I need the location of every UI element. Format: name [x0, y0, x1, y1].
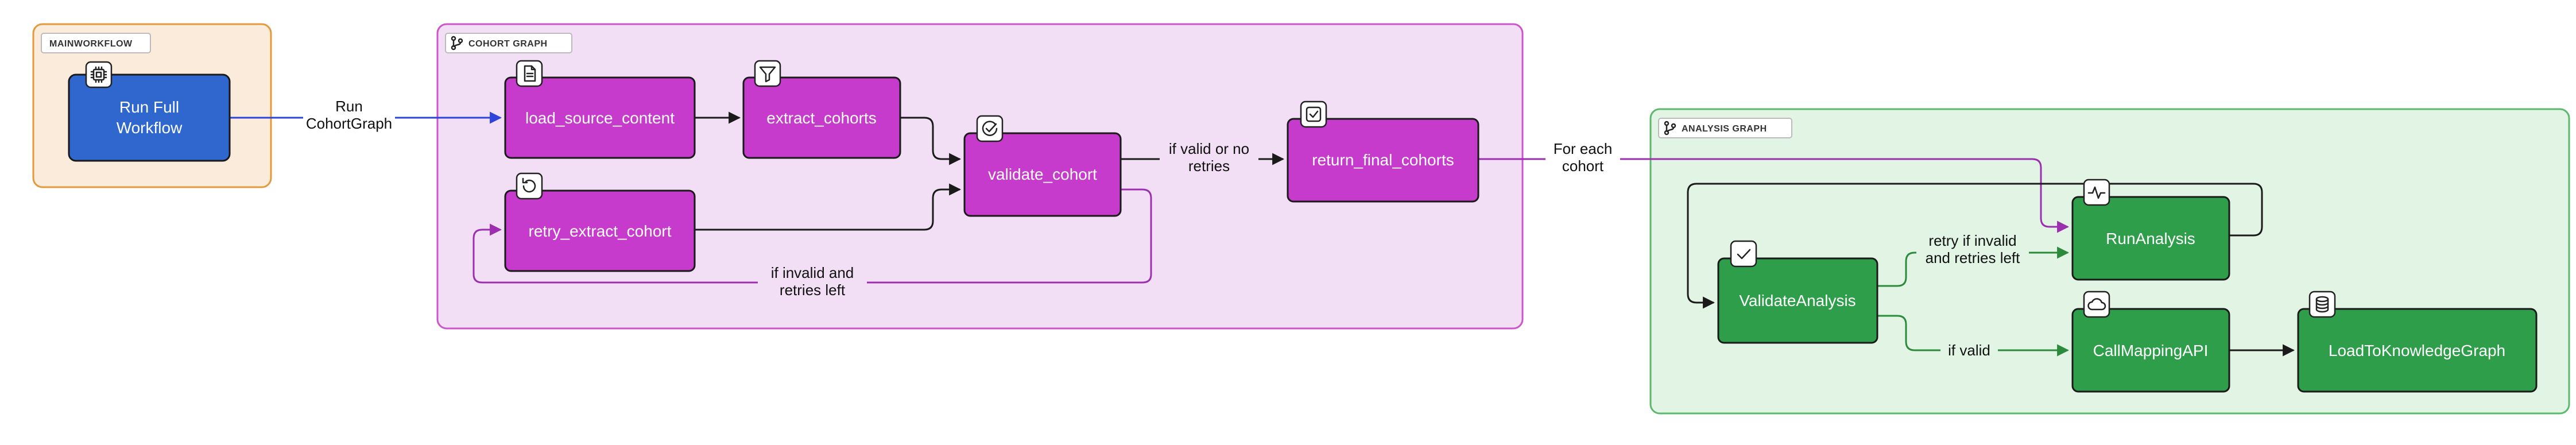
node-return-final-cohorts[interactable]: return_final_cohorts: [1287, 100, 1479, 203]
node-load-to-knowledge-graph[interactable]: LoadToKnowledgeGraph: [2297, 291, 2538, 393]
node-load-source-content[interactable]: load_source_content: [504, 60, 696, 159]
edge-validate-to-mapping: [1877, 315, 2070, 357]
edge-label-line: if valid or no: [1169, 140, 1249, 157]
node-label: retry_extract_cohort: [529, 222, 672, 240]
edge-labels: Run CohortGraph if valid or no retries i…: [303, 95, 2029, 361]
node-validate-analysis[interactable]: ValidateAnalysis: [1717, 240, 1878, 344]
edge-extract-to-validate: [900, 117, 962, 165]
edge-label-for-each-cohort: For each cohort: [1545, 138, 1620, 177]
node-label: extract_cohorts: [766, 109, 876, 127]
document-icon: [516, 60, 543, 87]
node-extract-cohorts[interactable]: extract_cohorts: [742, 60, 901, 159]
node-retry-extract-cohort[interactable]: retry_extract_cohort: [504, 172, 696, 272]
edge-label-line: retry if invalid: [1928, 232, 2016, 249]
check-square-icon: [1300, 100, 1327, 128]
node-label: Workflow: [117, 119, 183, 137]
edge-label-line: cohort: [1562, 157, 1604, 175]
group-mainworkflow-title: MAINWORKFLOW: [49, 39, 133, 49]
node-call-mapping-api[interactable]: CallMappingAPI: [2071, 291, 2230, 393]
group-cohort-graph-title: COHORT GRAPH: [468, 39, 548, 49]
group-cohort-graph-tag: COHORT GRAPH: [445, 33, 572, 53]
activity-icon: [2083, 179, 2110, 206]
cpu-icon: [85, 61, 113, 88]
node-label: validate_cohort: [988, 165, 1097, 183]
node-label: Run Full: [119, 98, 179, 116]
edge-runanalysis-to-validateanalysis: [1687, 183, 2263, 309]
git-branch-icon: [451, 36, 463, 51]
node-label: return_final_cohorts: [1312, 151, 1454, 169]
node-label: RunAnalysis: [2106, 230, 2195, 247]
edge-label-line: retries: [1188, 157, 1230, 175]
edge-label-run-cohortgraph: Run CohortGraph: [303, 95, 395, 134]
edge-label-line: and retries left: [1926, 249, 2021, 266]
node-validate-cohort[interactable]: validate_cohort: [963, 115, 1122, 217]
cloud-icon: [2083, 291, 2110, 318]
edge-label-if-invalid-and-retries-left: if invalid and retries left: [758, 263, 867, 302]
git-branch-icon: [1664, 121, 1676, 136]
node-run-full-workflow[interactable]: Run Full Workflow: [68, 61, 231, 162]
check-icon: [1730, 240, 1757, 268]
edge-label-retry-if-invalid: retry if invalid and retries left: [1916, 230, 2029, 269]
group-analysis-graph-tag: ANALYSIS GRAPH: [1658, 118, 1792, 138]
edge-label-line: CohortGraph: [306, 115, 392, 132]
check-circle-icon: [976, 115, 1004, 142]
node-run-analysis[interactable]: RunAnalysis: [2071, 179, 2230, 281]
edge-label-line: For each: [1554, 140, 1613, 157]
edge-label-if-valid: if valid: [1940, 340, 1998, 361]
edge-label-line: retries left: [780, 281, 846, 299]
node-label: load_source_content: [525, 109, 675, 127]
database-icon: [2308, 291, 2336, 318]
edge-label-line: if valid: [1948, 342, 1990, 359]
edge-return-to-runanalysis: [1478, 158, 2070, 233]
retry-icon: [516, 172, 543, 200]
node-label: LoadToKnowledgeGraph: [2329, 342, 2505, 359]
group-mainworkflow-tag: MAINWORKFLOW: [41, 33, 151, 53]
node-label: CallMappingAPI: [2093, 342, 2209, 359]
filter-icon: [754, 60, 781, 87]
edge-validate-to-run-retry: [1877, 246, 2070, 287]
nodes: Run Full Workflow load_source_content: [68, 60, 2538, 393]
edge-label-if-valid-or-no-retries: if valid or no retries: [1160, 138, 1258, 177]
edge-label-line: Run: [335, 98, 363, 115]
group-analysis-graph-title: ANALYSIS GRAPH: [1682, 124, 1767, 134]
node-label: ValidateAnalysis: [1739, 292, 1856, 309]
edge-label-line: if invalid and: [771, 264, 854, 281]
edge-retry-to-validate: [695, 183, 962, 231]
